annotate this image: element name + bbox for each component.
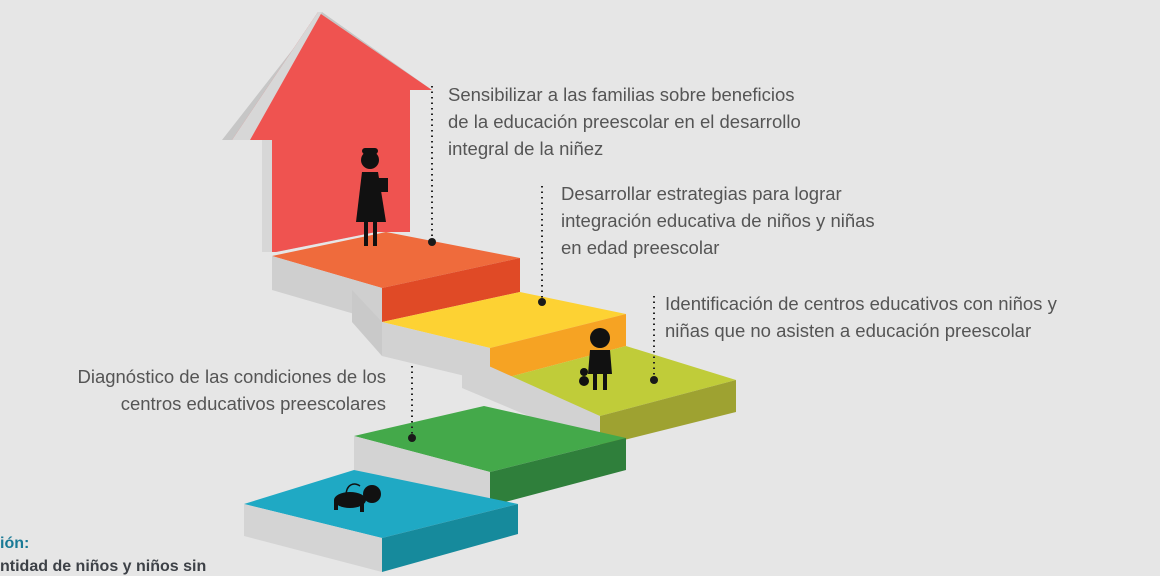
girl-with-book-icon <box>356 148 388 246</box>
caption-fragment-title: ión: <box>0 535 30 552</box>
step-yellow <box>352 290 626 382</box>
step-lime <box>462 346 736 446</box>
caption-fragment-body: ntidad de niños y niños sin <box>0 558 207 575</box>
crawling-baby-icon <box>334 483 381 512</box>
step-label-desarrollar: Desarrollar estrategias para lograr inte… <box>561 183 875 258</box>
child-with-teddy-icon <box>579 328 612 390</box>
step-label-sensibilizar: Sensibilizar a las familias sobre benefi… <box>448 84 801 159</box>
step-label-diagnostico: Diagnóstico de las condiciones de los ce… <box>77 366 386 414</box>
step-green <box>354 406 626 506</box>
step-teal <box>244 470 518 572</box>
step-label-identificacion: Identificación de centros educativos con… <box>665 293 1057 341</box>
